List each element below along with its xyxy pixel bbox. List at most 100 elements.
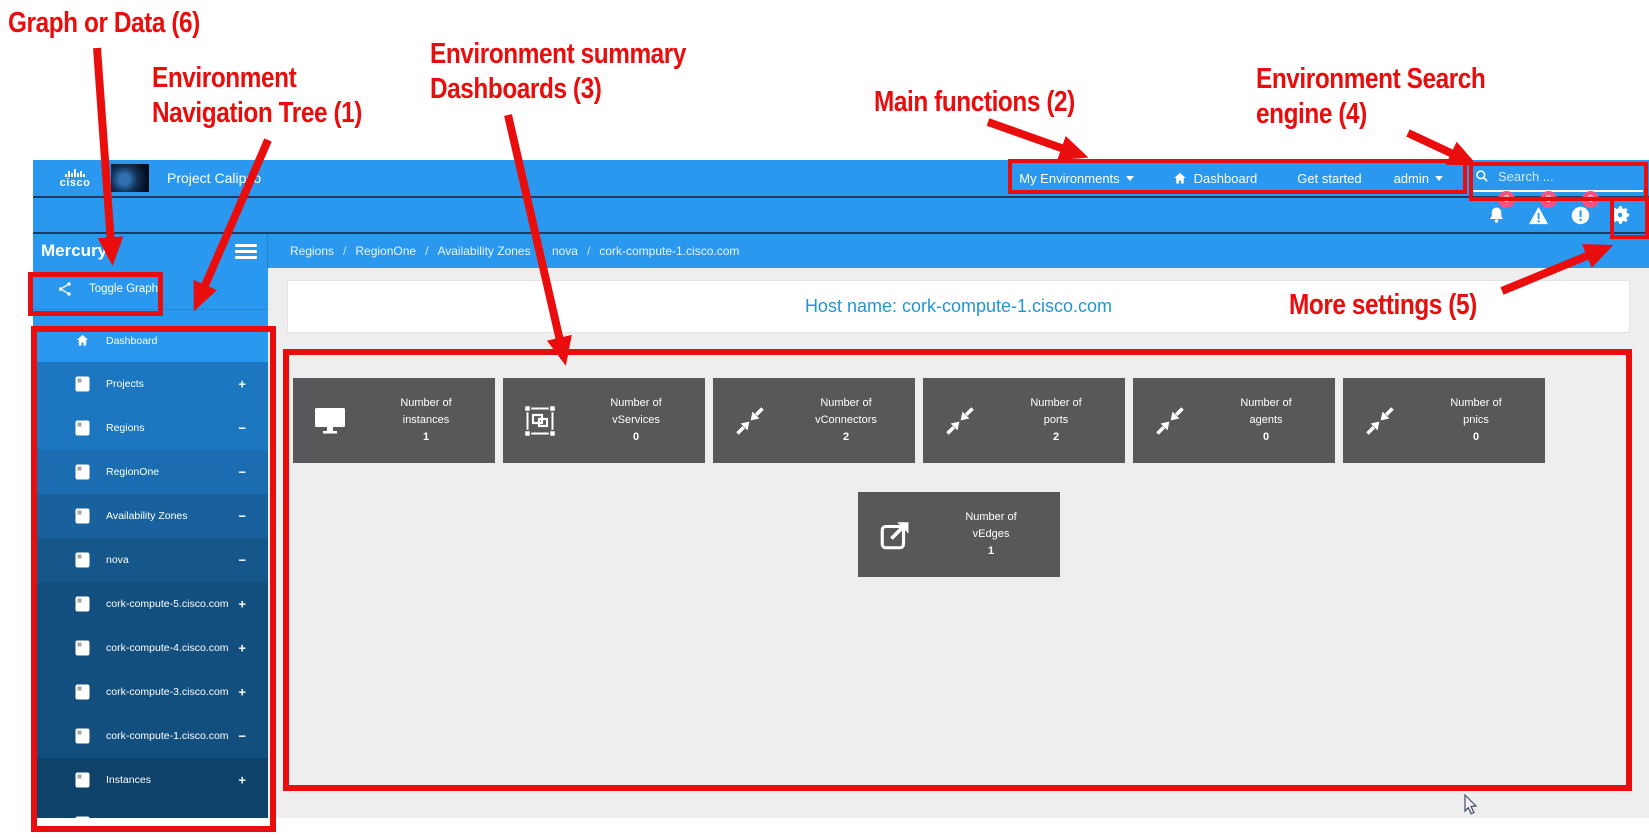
cisco-logo-text: cisco [59, 176, 91, 189]
tile-label-line2: agents [1249, 414, 1283, 426]
warning-notification[interactable]: 0 [1517, 191, 1559, 232]
annotation-search-engine-line1: Environment Search [1256, 63, 1486, 95]
tree-expander[interactable]: − [238, 508, 246, 524]
tree-item-instances[interactable]: Instances + [33, 758, 268, 802]
tree-expander[interactable]: + [238, 640, 246, 656]
tree-item-nova[interactable]: nova − [33, 538, 268, 582]
tree-expander[interactable]: + [238, 772, 246, 788]
tree-expander[interactable]: − [238, 728, 246, 744]
compress-icon [923, 406, 997, 436]
nav-get-started[interactable]: Get started [1297, 171, 1361, 186]
tile-label-line1: Number of [610, 397, 662, 409]
note-icon [75, 728, 90, 744]
error-badge: 0 [1582, 191, 1599, 208]
summary-tile-pnics[interactable]: Number of pnics 0 [1343, 378, 1545, 463]
tree-item-cork-compute-4-cisco-com[interactable]: cork-compute-4.cisco.com + [33, 626, 268, 670]
tree-item-label: Regions [106, 422, 145, 434]
main-header-bar: cisco Project Calipso My Environments Da… [33, 160, 1649, 196]
note-icon [75, 772, 90, 788]
summary-tile-instances[interactable]: Number of instances 1 [293, 378, 495, 463]
tree-item-cork-compute-3-cisco-com[interactable]: cork-compute-3.cisco.com + [33, 670, 268, 714]
home-icon [1174, 172, 1186, 183]
tile-label-line2: vEdges [972, 528, 1010, 540]
tree-item-label: Availability Zones [106, 510, 188, 522]
tree-item-label: cork-compute-3.cisco.com [106, 686, 229, 698]
annotation-search-engine-line2: engine (4) [1256, 98, 1367, 130]
main-functions-nav: My Environments Dashboard Get started ad… [1019, 165, 1649, 192]
secondary-header-row: Mercury Regions / RegionOne / Availability Z… [33, 232, 1649, 268]
breadcrumb-item[interactable]: RegionOne [355, 244, 417, 258]
annotation-label-search-engine: Environment Search engine (4) [1256, 62, 1486, 132]
tree-item-label: Projects [106, 378, 144, 390]
nav-user-label: admin [1393, 170, 1429, 186]
chevron-down-icon [1125, 175, 1134, 181]
environment-search [1471, 165, 1643, 192]
tile-value: 1 [987, 545, 995, 557]
tile-label-line1: Number of [1450, 397, 1502, 409]
tree-expander[interactable]: + [238, 684, 246, 700]
summary-tile-vservices[interactable]: Number of vServices 0 [503, 378, 705, 463]
tile-value: 2 [842, 431, 850, 443]
sidebar-title: Mercury [41, 241, 108, 260]
tree-item-projects[interactable]: Projects + [33, 362, 268, 406]
notification-icons: 0 0 0 [1475, 191, 1639, 232]
warning-badge: 0 [1540, 191, 1557, 208]
nav-user-menu[interactable]: admin [1394, 171, 1443, 186]
tree-item-label: cork-compute-4.cisco.com [106, 642, 229, 654]
tile-value: 1 [422, 431, 430, 443]
cisco-logo-bars-icon [65, 168, 85, 177]
summary-tile-ports[interactable]: Number of ports 2 [923, 378, 1125, 463]
tree-item-availability-zones[interactable]: Availability Zones − [33, 494, 268, 538]
tile-label-line2: instances [402, 414, 450, 426]
tree-item-label: cork-compute-5.cisco.com [106, 598, 229, 610]
tree-expander[interactable]: + [238, 596, 246, 612]
tree-item-label: nova [106, 554, 129, 566]
tree-item-regionone[interactable]: RegionOne − [33, 450, 268, 494]
bell-notification[interactable]: 0 [1475, 191, 1517, 232]
nav-my-environments[interactable]: My Environments [1019, 171, 1134, 186]
settings-button[interactable] [1601, 198, 1639, 232]
tile-label-line1: Number of [820, 397, 872, 409]
gear-icon [1611, 206, 1630, 224]
summary-tile-vedges[interactable]: Number of vEdges 1 [858, 492, 1060, 577]
tree-item-regions[interactable]: Regions − [33, 406, 268, 450]
share-graph-icon [58, 281, 71, 296]
summary-tiles-row2: Number of vEdges 1 [858, 492, 1060, 577]
tree-expander[interactable]: + [238, 376, 246, 392]
note-icon [75, 552, 90, 568]
tile-label-line2: vConnectors [815, 414, 877, 426]
tile-value: 0 [632, 431, 640, 443]
notification-bar: 0 0 0 [33, 191, 1649, 232]
summary-tile-agents[interactable]: Number of agents 0 [1133, 378, 1335, 463]
tile-label-line2: pnics [1463, 414, 1489, 426]
breadcrumb-item[interactable]: cork-compute-1.cisco.com [599, 244, 740, 258]
nav-get-started-label: Get started [1297, 170, 1362, 186]
summary-tile-vconnectors[interactable]: Number of vConnectors 2 [713, 378, 915, 463]
hamburger-menu-icon[interactable] [235, 243, 257, 259]
tree-item-partial[interactable] [33, 802, 268, 818]
tree-item-dashboard[interactable]: Dashboard [33, 319, 268, 362]
tree-expander[interactable]: − [238, 552, 246, 568]
annotation-label-main-functions: Main functions (2) [874, 86, 1075, 118]
error-notification[interactable]: 0 [1559, 191, 1601, 232]
search-input[interactable] [1496, 167, 1626, 185]
breadcrumb-item[interactable]: Availability Zones [437, 244, 531, 258]
annotation-label-graph-or-data: Graph or Data (6) [8, 7, 200, 39]
breadcrumb-item[interactable]: nova [551, 244, 578, 258]
nav-dashboard[interactable]: Dashboard [1172, 171, 1257, 186]
tree-expander[interactable]: − [238, 420, 246, 436]
main-content: Host name: cork-compute-1.cisco.com Numb… [268, 268, 1649, 818]
annotation-nav-tree-line2: Navigation Tree (1) [152, 97, 362, 129]
tile-label-line1: Number of [965, 511, 1017, 523]
bell-icon [1489, 207, 1503, 223]
breadcrumb-separator: / [539, 244, 543, 258]
tree-item-cork-compute-1-cisco-com[interactable]: cork-compute-1.cisco.com − [33, 714, 268, 758]
toggle-graph-button[interactable]: Toggle Graph [33, 268, 268, 310]
breadcrumb-item[interactable]: Regions [290, 244, 335, 258]
monitor-icon [293, 406, 367, 436]
annotation-nav-tree-line1: Environment [152, 62, 297, 94]
tree-item-cork-compute-5-cisco-com[interactable]: cork-compute-5.cisco.com + [33, 582, 268, 626]
tree-expander[interactable]: − [238, 464, 246, 480]
tile-label-line1: Number of [400, 397, 452, 409]
breadcrumb-separator: / [586, 244, 591, 258]
